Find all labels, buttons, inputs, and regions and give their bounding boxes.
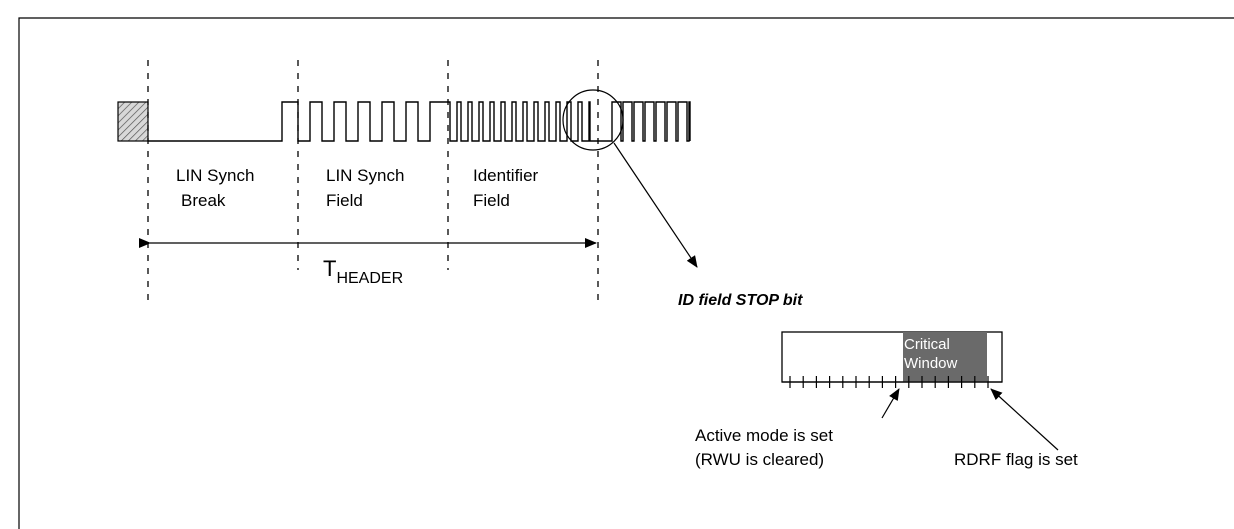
active-mode-label-line1: Active mode is set bbox=[695, 426, 833, 445]
synch-label-line1: LIN Synch bbox=[326, 166, 404, 185]
stop-bit-highlight-circle bbox=[562, 89, 624, 151]
zoom-arrow bbox=[613, 142, 698, 268]
critical-window-line1: Critical bbox=[904, 336, 950, 353]
figure-caption-strip bbox=[0, 0, 1234, 18]
active-mode-arrow bbox=[881, 388, 900, 419]
break-label-line1: LIN Synch bbox=[176, 166, 254, 185]
active-mode-label-line2: (RWU is cleared) bbox=[695, 450, 824, 469]
figure-frame bbox=[18, 17, 1234, 529]
critical-window-line2: Window bbox=[904, 355, 958, 372]
rdrf-arrow bbox=[990, 388, 1059, 451]
identifier-label-line2: Field bbox=[473, 191, 510, 210]
critical-window-region bbox=[903, 332, 987, 382]
lin-signal-waveform bbox=[148, 101, 691, 142]
sample-tick-marks bbox=[782, 376, 1002, 388]
stop-bit-title: ID field STOP bit bbox=[678, 292, 803, 309]
start-bit-block bbox=[117, 101, 149, 142]
t-header-label: THEADER bbox=[323, 256, 403, 287]
identifier-label-line1: Identifier bbox=[473, 166, 539, 185]
synch-label-line2: Field bbox=[326, 191, 363, 210]
break-label-line2: Break bbox=[181, 191, 226, 210]
rdrf-flag-label: RDRF flag is set bbox=[954, 450, 1078, 469]
